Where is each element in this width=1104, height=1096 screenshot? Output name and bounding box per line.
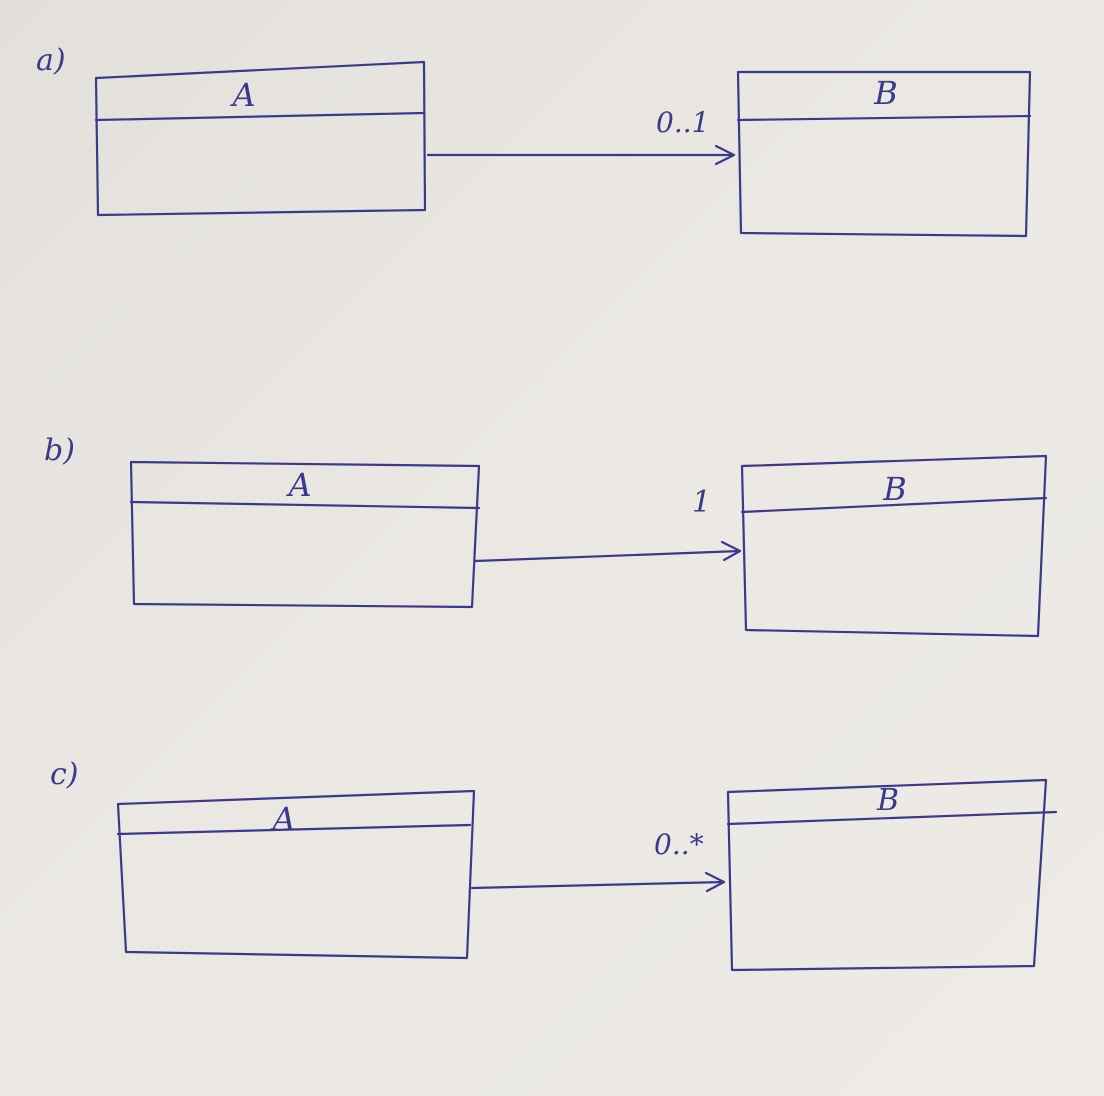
class-box-target: B: [726, 778, 1058, 972]
arrow-head: [704, 871, 726, 893]
multiplicity-label: 0..*: [654, 828, 704, 861]
class-name-divider: [726, 810, 1058, 826]
diagram-label: c): [50, 757, 79, 792]
association-arrow: [470, 871, 726, 893]
class-box-source: A: [116, 789, 476, 960]
class-box-outline: [740, 454, 1048, 638]
arrow-line: [470, 880, 726, 890]
diagram-label: b): [44, 433, 75, 468]
association-arrow: [426, 144, 736, 166]
class-box-source: A: [129, 460, 481, 609]
association-arrow: [473, 540, 742, 563]
multiplicity-label: 0..1: [656, 106, 709, 139]
diagram-label: a): [36, 43, 66, 78]
class-name: B: [876, 783, 899, 818]
class-name: A: [285, 466, 311, 504]
class-box-outline: [726, 778, 1048, 972]
class-name: A: [269, 800, 295, 838]
class-name-divider: [94, 111, 426, 122]
class-name: A: [229, 76, 255, 114]
class-box-outline: [94, 60, 427, 217]
class-box-target: B: [740, 454, 1048, 638]
class-box-outline: [116, 789, 476, 960]
diagram-a: a) A B 0..1: [36, 43, 1032, 238]
arrow-head: [720, 540, 742, 562]
class-name: B: [873, 74, 898, 112]
class-name: B: [882, 470, 907, 508]
class-name-divider: [736, 114, 1032, 122]
arrow-head: [714, 144, 736, 166]
multiplicity-label: 1: [692, 485, 711, 520]
diagram-b: b) A B 1: [44, 433, 1048, 638]
class-box-source: A: [94, 60, 427, 217]
diagram-c: c) A B 0..*: [50, 757, 1058, 972]
arrow-line: [473, 549, 742, 563]
class-name-divider: [129, 500, 481, 510]
class-name-divider: [740, 496, 1048, 514]
class-box-outline: [736, 70, 1032, 238]
class-box-outline: [129, 460, 481, 609]
class-box-target: B: [736, 70, 1032, 238]
class-name-divider: [116, 823, 472, 836]
